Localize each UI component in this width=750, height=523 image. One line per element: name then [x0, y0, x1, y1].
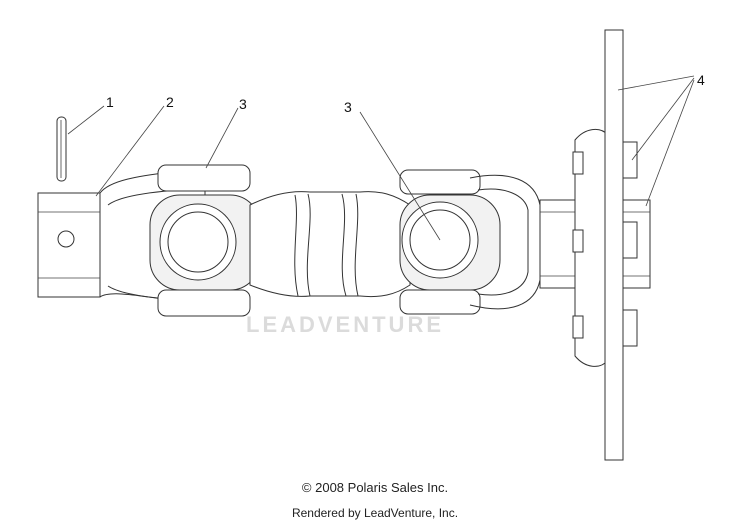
callout-3-left: 3 [239, 96, 247, 112]
left-yoke [37, 171, 206, 301]
callout-1: 1 [106, 94, 114, 110]
drive-shaft-diagram: LEADVENTURE [37, 29, 705, 461]
right-u-joint [399, 169, 541, 315]
callout-4: 4 [697, 72, 705, 88]
right-flange [539, 29, 651, 461]
bolt-heads [572, 141, 638, 347]
leader-lines [67, 75, 695, 241]
watermark-text: LEADVENTURE [246, 312, 444, 337]
callout-3-right: 3 [344, 99, 352, 115]
roll-pin [56, 116, 67, 182]
copyright-text: © 2008 Polaris Sales Inc. [301, 480, 449, 495]
center-shaft [249, 191, 411, 298]
callouts: 1 2 3 3 4 [106, 72, 705, 115]
left-u-joint [149, 164, 261, 317]
rendered-by-text: Rendered by LeadVenture, Inc. [291, 506, 459, 520]
callout-2: 2 [166, 94, 174, 110]
